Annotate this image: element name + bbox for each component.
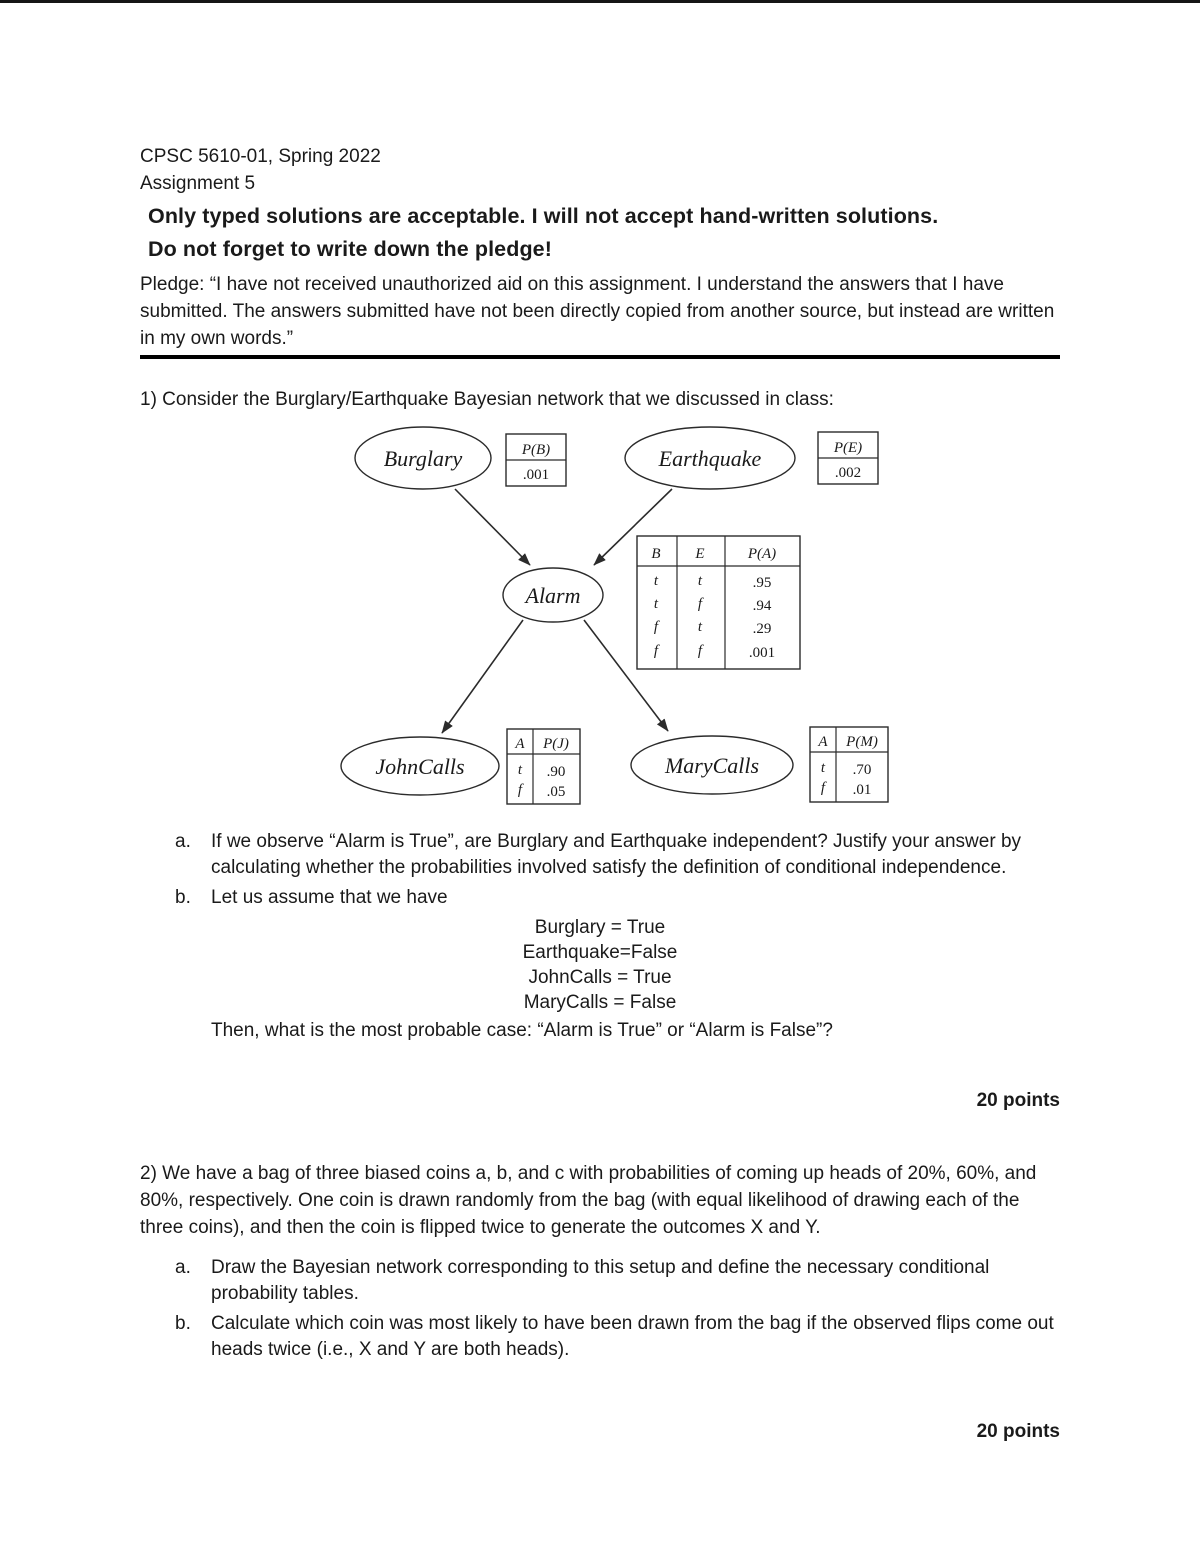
cpt-pa-r1-e: f: [698, 596, 704, 612]
q1-item-a: a. If we observe “Alarm is True”, are Bu…: [175, 829, 1060, 881]
q1-points: 20 points: [976, 1090, 1060, 1111]
assumption-burglary: Burglary = True: [534, 917, 666, 938]
node-alarm-label: Alarm: [524, 583, 581, 608]
cpt-pa-header-pa: P(A): [747, 546, 776, 562]
cpt-pa-box: [636, 535, 801, 670]
cpt-pe: P(E) .002: [817, 431, 879, 485]
cpt-pa-r2-v: .29: [753, 621, 772, 637]
edge-alarm-johncalls: [441, 619, 524, 734]
q1-parts-list: a. If we observe “Alarm is True”, are Bu…: [140, 829, 1060, 911]
q1-item-b-text: Let us assume that we have: [211, 887, 448, 908]
notice-block: Only typed solutions are acceptable. I w…: [140, 200, 1060, 266]
q2-item-a-text: Draw the Bayesian network corresponding …: [211, 1257, 990, 1304]
cpt-pj-r0-v: .90: [547, 764, 566, 780]
cpt-pa-r0-v: .95: [753, 575, 772, 591]
cpt-pa: B E P(A) t t .95 t f .94 f t .29 f f .00…: [636, 535, 801, 670]
cpt-pm-r1-a: f: [821, 780, 827, 796]
assumption-johncalls: JohnCalls = True: [528, 967, 672, 988]
node-burglary-label: Burglary: [384, 446, 463, 471]
cpt-pa-header-b: B: [651, 546, 660, 562]
cpt-pm-box: [809, 726, 889, 803]
cpt-pj-header-a: A: [514, 736, 525, 752]
node-marycalls-ellipse: [630, 735, 794, 795]
cpt-pj-header-pj: P(J): [542, 736, 569, 752]
assumption-marycalls: MaryCalls = False: [523, 992, 677, 1013]
q2-intro: 2) We have a bag of three biased coins a…: [140, 1163, 1037, 1238]
q1-item-a-text: If we observe “Alarm is True”, are Burgl…: [211, 831, 1022, 878]
document-content: CPSC 5610-01, Spring 2022 Assignment 5 O…: [0, 3, 1200, 1443]
q2-item-b-label: b.: [175, 1313, 191, 1334]
cpt-pj-r0-a: t: [518, 762, 523, 778]
cpt-pm-header-a: A: [817, 734, 828, 750]
cpt-pm: A P(M) t .70 f .01: [809, 726, 889, 803]
assignment-line: Assignment 5: [140, 173, 256, 194]
course-line: CPSC 5610-01, Spring 2022: [140, 146, 381, 167]
q1-item-a-label: a.: [175, 831, 191, 852]
cpt-pe-header: P(E): [833, 440, 862, 456]
q1-assumptions: Burglary = True Earthquake=False JohnCal…: [140, 915, 1060, 1015]
divider-rule: [140, 355, 1060, 359]
cpt-pa-r0-e: t: [698, 573, 703, 589]
q2-item-b-text: Calculate which coin was most likely to …: [211, 1313, 1054, 1360]
q1-item-b: b. Let us assume that we have: [175, 885, 1060, 911]
node-alarm-ellipse: [502, 567, 604, 623]
q1-item-b-label: b.: [175, 887, 191, 908]
q2-item-a: a. Draw the Bayesian network correspondi…: [175, 1255, 1060, 1307]
cpt-pm-r0-v: .70: [853, 762, 872, 778]
node-johncalls-label: JohnCalls: [375, 754, 464, 779]
cpt-pb: P(B) .001: [505, 433, 567, 487]
bayes-network-diagram: Burglary P(B) .001 Earthquake P(E) .002: [340, 417, 900, 815]
cpt-pm-r0-a: t: [821, 760, 826, 776]
cpt-pj: A P(J) t .90 f .05: [506, 728, 581, 805]
q2-item-a-label: a.: [175, 1257, 191, 1278]
bayes-network-svg: Burglary P(B) .001 Earthquake P(E) .002: [340, 426, 889, 805]
q1-intro: 1) Consider the Burglary/Earthquake Baye…: [140, 389, 834, 410]
cpt-pj-r1-a: f: [518, 782, 524, 798]
cpt-pm-r1-v: .01: [853, 782, 872, 798]
cpt-pa-r1-v: .94: [753, 598, 772, 614]
notice-line-1: Only typed solutions are acceptable. I w…: [148, 204, 939, 228]
assumption-earthquake: Earthquake=False: [522, 942, 678, 963]
cpt-pa-r3-b: f: [654, 643, 660, 659]
cpt-pm-header-pm: P(M): [845, 734, 878, 750]
q2-parts-list: a. Draw the Bayesian network correspondi…: [140, 1255, 1060, 1363]
cpt-pj-box: [506, 728, 581, 805]
q2-points: 20 points: [976, 1421, 1060, 1442]
cpt-pb-value: .001: [523, 467, 549, 483]
node-earthquake-ellipse: [624, 426, 796, 490]
pledge-paragraph: Pledge: “I have not received unauthorize…: [140, 274, 1055, 349]
q1-question: Then, what is the most probable case: “A…: [211, 1020, 833, 1041]
q2-item-b: b. Calculate which coin was most likely …: [175, 1311, 1060, 1363]
node-earthquake-label: Earthquake: [658, 446, 762, 471]
top-edge-line: [0, 0, 1200, 3]
cpt-pa-r3-e: f: [698, 643, 704, 659]
cpt-pa-header-e: E: [694, 546, 704, 562]
edge-burglary-alarm: [454, 488, 531, 566]
cpt-pj-r1-v: .05: [547, 784, 566, 800]
node-marycalls-label: MaryCalls: [664, 753, 759, 778]
edge-earthquake-alarm: [593, 488, 673, 566]
cpt-pb-header: P(B): [521, 442, 550, 458]
cpt-pa-r1-b: t: [654, 596, 659, 612]
cpt-pa-r3-v: .001: [749, 645, 775, 661]
cpt-pa-r0-b: t: [654, 573, 659, 589]
node-johncalls-ellipse: [340, 736, 500, 796]
edge-alarm-marycalls: [583, 619, 669, 732]
node-burglary-ellipse: [354, 426, 492, 490]
cpt-pa-r2-b: f: [654, 619, 660, 635]
cpt-pa-r2-e: t: [698, 619, 703, 635]
cpt-pe-value: .002: [835, 465, 861, 481]
notice-line-2: Do not forget to write down the pledge!: [148, 237, 553, 261]
